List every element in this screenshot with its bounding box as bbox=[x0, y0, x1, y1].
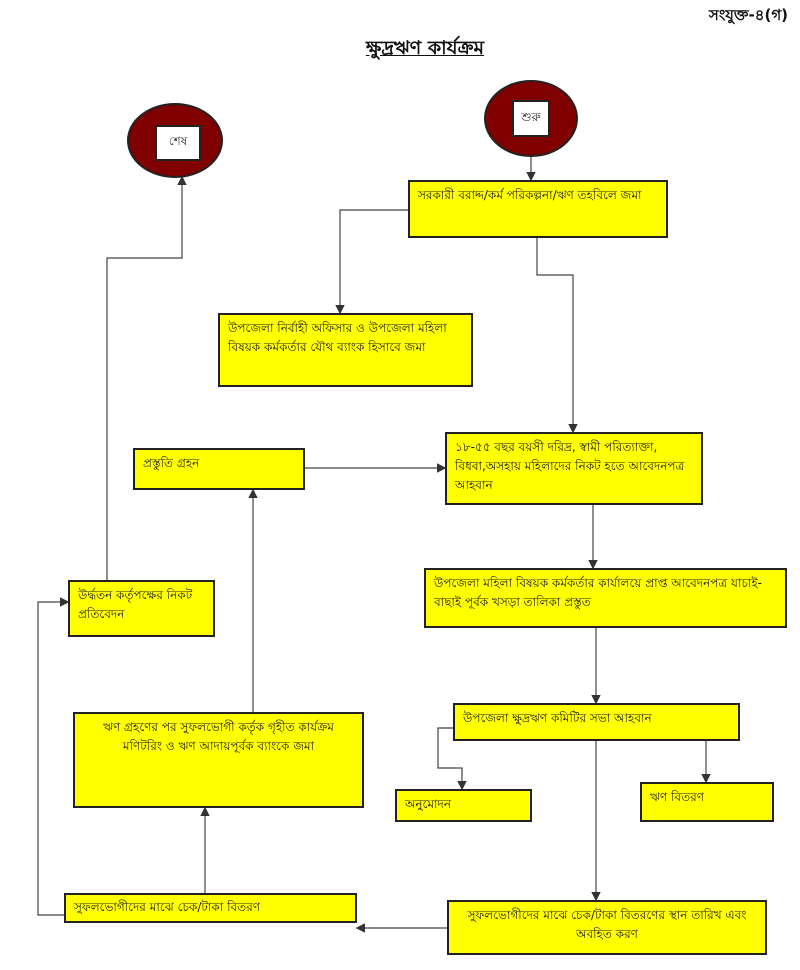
arrow-fund-to-applications bbox=[536, 238, 578, 434]
diagram-title: ক্ষুদ্রঋণ কার্যক্রম bbox=[365, 37, 485, 59]
end-label: শেষ bbox=[155, 125, 201, 161]
call-applications-box: ১৮-৫৫ বছর বয়সী দরিদ্র, স্বামী পরিত্যাক্… bbox=[445, 432, 703, 505]
loan-distribution-box: ঋণ বিতরণ bbox=[640, 782, 774, 822]
annex-label: সংযুক্ত-৪(গ) bbox=[708, 6, 788, 24]
start-label: শুরু bbox=[512, 100, 550, 137]
joint-account-box: উপজেলা নির্বাহী অফিসার ও উপজেলা মহিলা বি… bbox=[218, 313, 473, 387]
cheque-distribution-box: সুফলভোগীদের মাঝে চেক/টাকা বিতরণ bbox=[64, 893, 357, 923]
arrow-cheque-to-report bbox=[37, 597, 70, 916]
end-terminal: শেষ bbox=[127, 103, 223, 178]
preparation-box: প্রস্তুতি গ্রহন bbox=[133, 448, 305, 490]
approval-box: অনুমোদন bbox=[395, 789, 532, 822]
arrow-fund-to-joint-account bbox=[335, 209, 408, 315]
monitoring-box: ঋণ গ্রহণের পর সুফলভোগী কর্তৃক গৃহীত কার্… bbox=[73, 712, 364, 808]
fund-deposit-box: সরকারী বরাদ্দ/কর্ম পরিকল্পনা/ঋণ তহবিলে জ… bbox=[408, 180, 668, 238]
scrutiny-box: উপজেলা মহিলা বিষয়ক কর্মকর্তার কার্যালয়… bbox=[424, 568, 787, 628]
start-terminal: শুরু bbox=[484, 80, 578, 157]
notify-distribution-box: সুফলভোগীদের মাঝে চেক/টাকা বিতরণের স্থান … bbox=[447, 900, 767, 955]
report-box: উর্দ্ধতন কর্তৃপক্ষের নিকট প্রতিবেদন bbox=[68, 580, 215, 637]
arrow-committee-to-approval bbox=[437, 727, 467, 791]
arrow-report-to-end bbox=[106, 175, 187, 580]
committee-meeting-box: উপজেলা ক্ষুদ্রঋণ কমিটির সভা আহবান bbox=[453, 703, 740, 741]
